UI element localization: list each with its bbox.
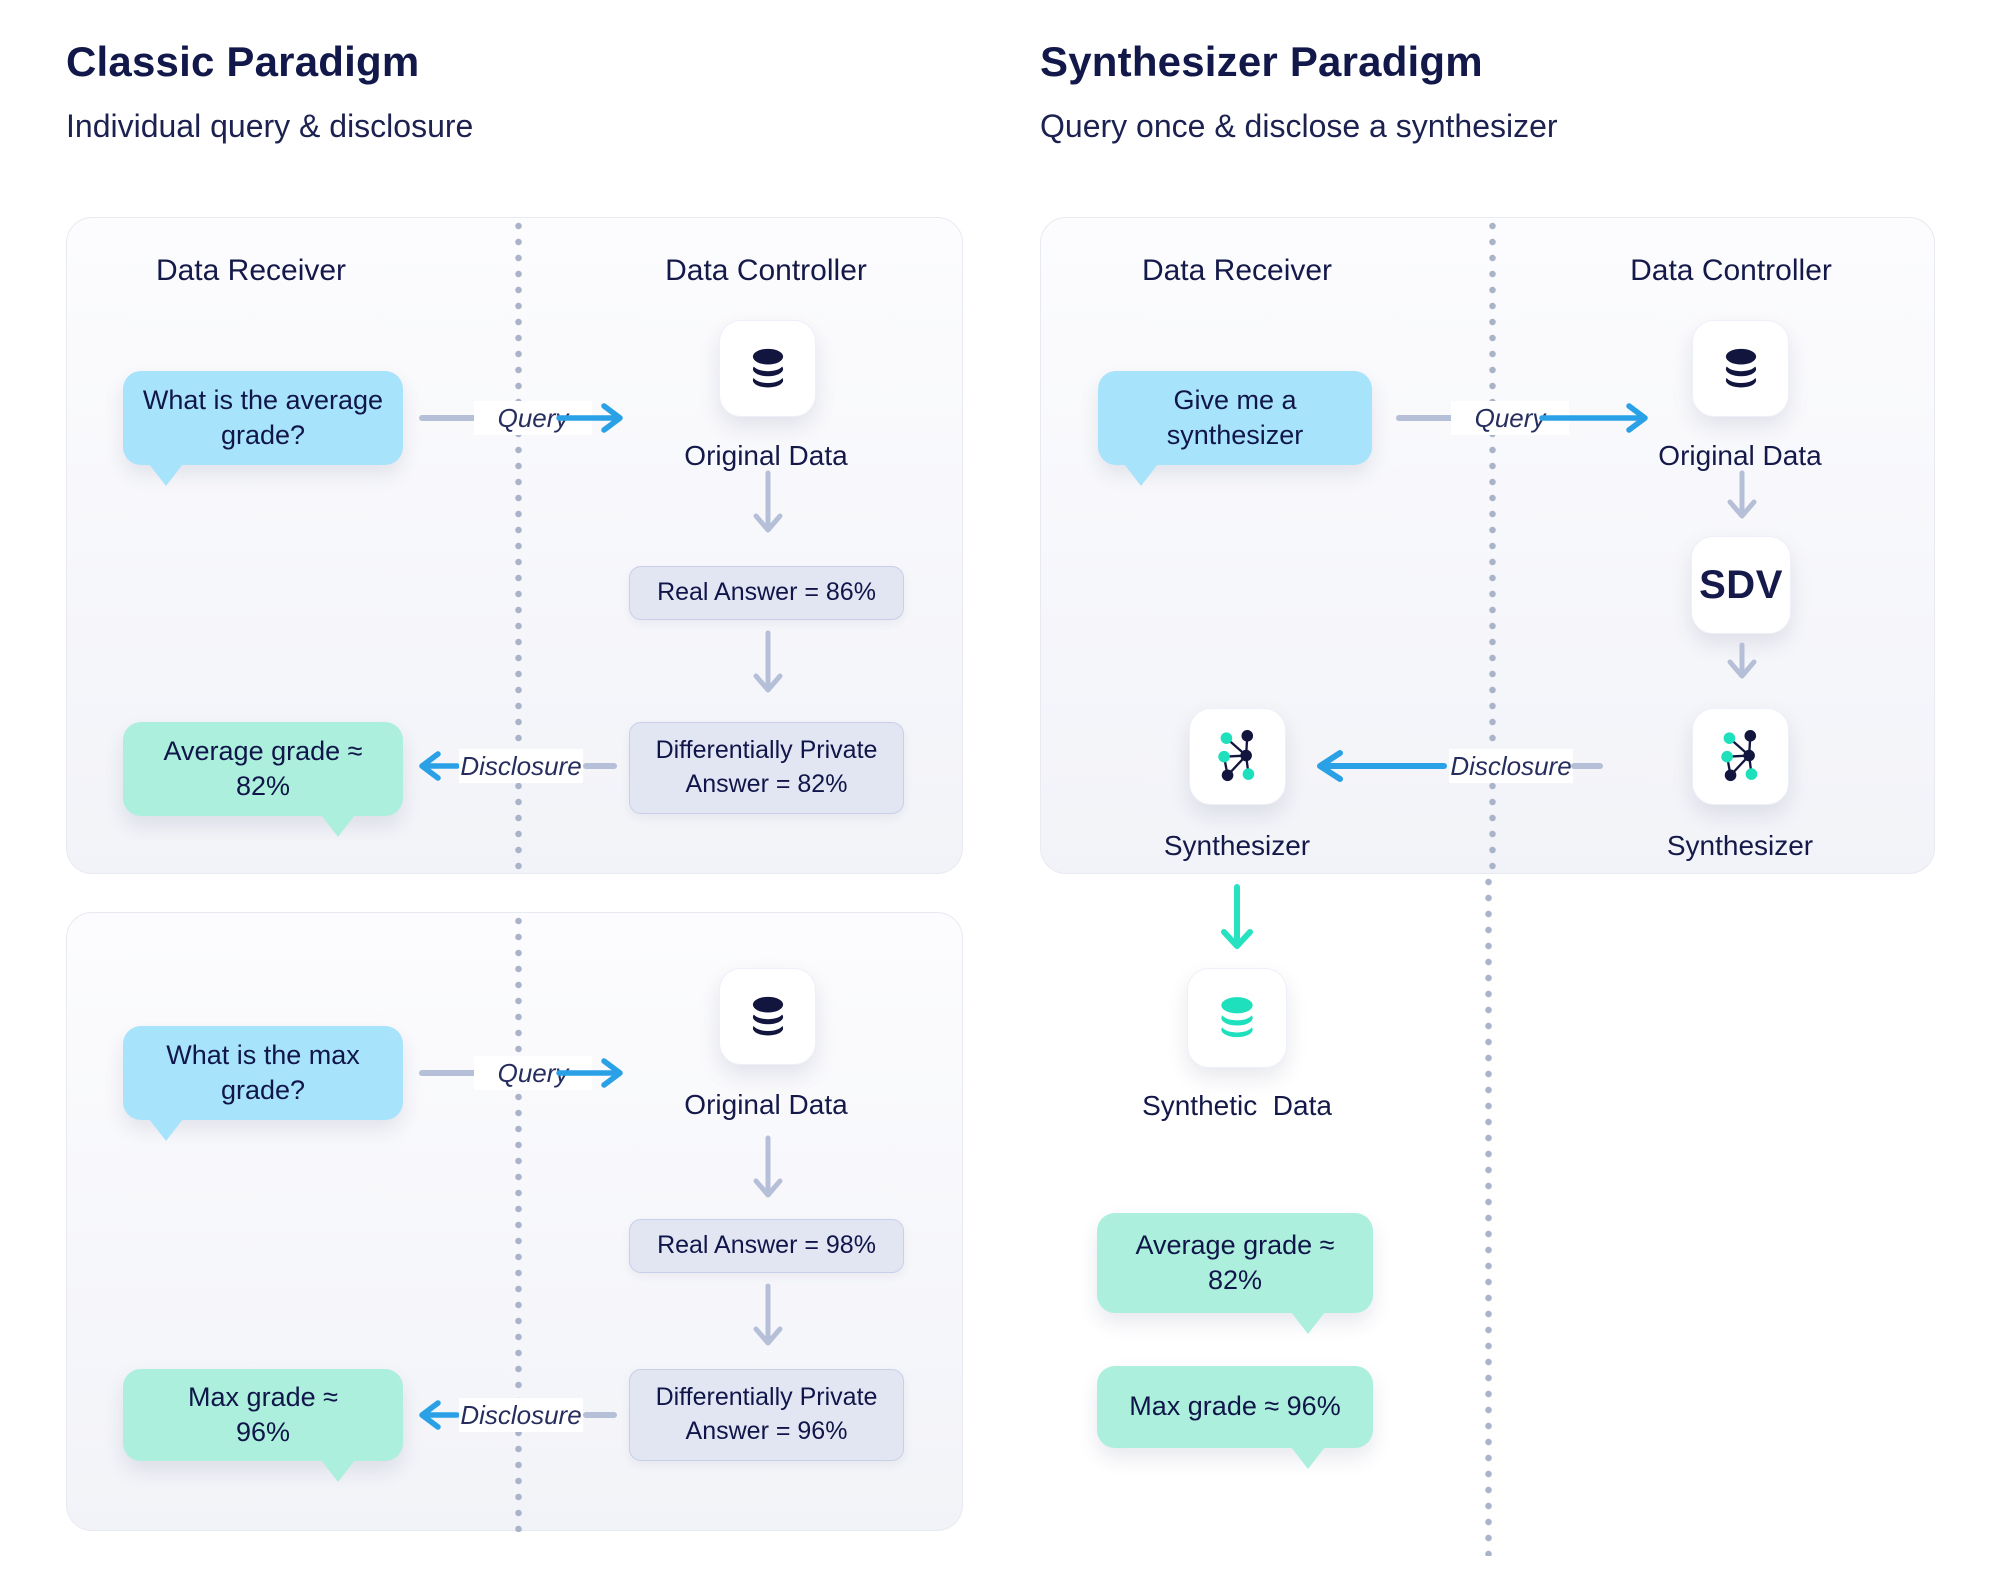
divider-dotted-line [515,218,522,875]
answer-bubble: Max grade ≈ 96% [123,1369,403,1461]
arrow-down-icon [753,630,783,693]
private-answer-text: Differentially Private Answer = 82% [655,736,878,798]
real-answer-box: Real Answer = 86% [629,566,904,620]
query-bubble-text: Give me a synthesizer [1166,384,1304,450]
arrow-down-icon [753,1283,783,1346]
original-data-caption: Original Data [684,440,848,471]
synthetic-data-caption: Synthetic Data [1142,1090,1332,1121]
synthesizer-caption-receiver: Synthesizer [1163,830,1311,861]
disclosure-line [583,1412,617,1418]
classic-title: Classic Paradigm [66,38,420,85]
receiver-header: Data Receiver [155,254,347,287]
divider-dotted-line-extension [1485,874,1492,1556]
classic-subtitle: Individual query & disclosure [66,108,474,144]
synthesizer-tile-receiver [1189,708,1286,805]
real-answer-text: Real Answer = 86% [657,578,876,607]
disclosure-label: Disclosure [1449,749,1573,783]
answer-bubble-max: Max grade ≈ 96% [1097,1366,1373,1448]
arrow-left-icon [1317,750,1447,782]
disclosure-label: Disclosure [459,1398,583,1432]
synthesizer-graph-icon [1217,729,1254,781]
synthesizer-graph-icon [1720,729,1757,781]
answer-bubble-text: Max grade ≈ 96% [1129,1391,1341,1422]
private-answer-text: Differentially Private Answer = 96% [655,1383,878,1445]
answer-bubble-text: Average grade ≈ 82% [1135,1229,1335,1295]
real-answer-box: Real Answer = 98% [629,1219,904,1273]
query-bubble: What is the max grade? [123,1026,403,1120]
answer-bubble-text: Average grade ≈ 82% [163,735,363,801]
private-answer-box: Differentially Private Answer = 96% [629,1369,904,1461]
disclosure-line [1571,763,1603,769]
arrow-down-icon [1221,884,1253,949]
arrow-down-icon [1727,642,1757,679]
original-data-caption: Original Data [684,1089,848,1120]
classic-panel-average: Data Receiver Data Controller What is th… [66,217,963,875]
synthesizer-subtitle: Query once & disclose a synthesizer [1040,108,1558,144]
controller-header: Data Controller [1630,254,1832,287]
divider-dotted-line [515,913,522,1532]
original-data-tile [719,968,816,1065]
query-line [419,1070,479,1076]
query-bubble: Give me a synthesizer [1098,371,1372,465]
classic-panel-max: What is the max grade? Query Original Da… [66,912,963,1532]
arrow-down-icon [753,1135,783,1198]
synthesizer-tile-controller [1692,708,1789,805]
disclosure-line [583,763,617,769]
database-icon [752,348,783,387]
answer-bubble-average: Average grade ≈ 82% [1097,1213,1373,1313]
arrow-down-icon [753,470,783,533]
synthetic-database-icon [1221,997,1253,1038]
original-data-caption: Original Data [1658,440,1822,471]
private-answer-box: Differentially Private Answer = 82% [629,722,904,814]
synthesizer-caption-controller: Synthesizer [1666,830,1814,861]
arrow-right-icon [556,403,623,433]
receiver-header: Data Receiver [1141,254,1333,287]
real-answer-text: Real Answer = 98% [657,1231,876,1260]
query-bubble: What is the average grade? [123,371,403,465]
original-data-tile [719,320,816,417]
arrow-down-icon [1727,470,1757,519]
arrow-right-icon [556,1058,623,1088]
arrow-left-icon [419,751,460,781]
database-icon [752,996,783,1035]
synthesizer-panel: Data Receiver Data Controller Give me a … [1040,217,1935,875]
database-icon [1725,348,1756,387]
synthesizer-title: Synthesizer Paradigm [1040,38,1483,85]
arrow-right-icon [1539,403,1648,433]
sdv-box: SDV [1691,536,1791,634]
arrow-left-icon [419,1400,460,1430]
synthetic-data-tile [1187,968,1287,1068]
original-data-tile [1692,320,1789,417]
divider-dotted-line [1489,218,1496,875]
query-bubble-text: What is the average grade? [142,384,384,450]
query-bubble-text: What is the max grade? [166,1039,360,1105]
controller-header: Data Controller [665,254,867,287]
disclosure-label: Disclosure [459,749,583,783]
sdv-label: SDV [1699,562,1783,607]
query-line [1396,415,1454,421]
query-label: Query [474,401,592,435]
answer-bubble-text: Max grade ≈ 96% [188,1381,338,1447]
answer-bubble: Average grade ≈ 82% [123,722,403,816]
query-line [419,415,479,421]
